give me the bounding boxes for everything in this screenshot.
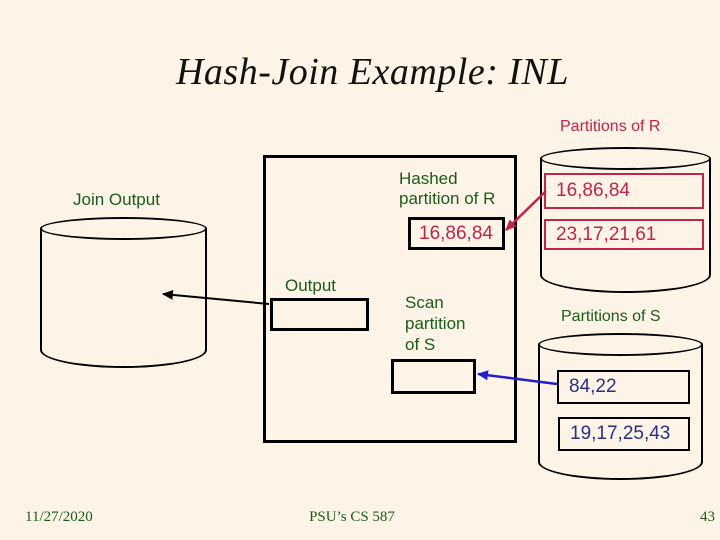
partitions-of-r-label: Partitions of R <box>560 118 661 135</box>
footer-date: 11/27/2020 <box>25 509 93 525</box>
footer-course: PSU’s CS 587 <box>309 509 395 525</box>
join-output-label: Join Output <box>73 190 160 209</box>
r-partition-row: 16,86,84 <box>544 173 704 209</box>
s-partition-row: 84,22 <box>557 370 690 404</box>
cylinder-top-ellipse <box>538 333 703 356</box>
cylinder-top-ellipse <box>540 147 711 170</box>
hashed-partition-label-line: partition of R <box>399 189 496 208</box>
partitions-of-s-label: Partitions of S <box>561 308 661 325</box>
output-buffer <box>270 298 369 331</box>
partitions-of-s-cylinder: 84,22 19,17,25,43 <box>538 333 703 480</box>
hashed-partition-buffer: 16,86,84 <box>408 217 505 250</box>
cylinder-top-ellipse <box>40 217 207 240</box>
scan-partition-label-line: of S <box>405 335 436 354</box>
scan-partition-label-line: Scan <box>405 293 444 312</box>
scan-partition-label-line: partition <box>405 314 466 333</box>
hashed-partition-label-line: Hashed <box>399 169 458 188</box>
slide-title: Hash-Join Example: INL <box>175 51 570 93</box>
partitions-of-r-cylinder: 16,86,84 23,17,21,61 <box>540 147 711 293</box>
memory-box: Hashed partition of R 16,86,84 Output Sc… <box>263 155 517 443</box>
hashed-partition-label: Hashed partition of R <box>399 169 495 209</box>
scan-partition-buffer <box>391 359 476 394</box>
r-partition-row: 23,17,21,61 <box>544 219 704 250</box>
cylinder-body <box>538 344 703 480</box>
footer-page-number: 43 <box>700 509 715 525</box>
output-label: Output <box>285 276 337 295</box>
join-output-cylinder <box>40 217 207 368</box>
scan-partition-label: Scan partition of S <box>405 292 465 355</box>
s-partition-row: 19,17,25,43 <box>558 417 690 451</box>
cylinder-body <box>40 228 207 368</box>
